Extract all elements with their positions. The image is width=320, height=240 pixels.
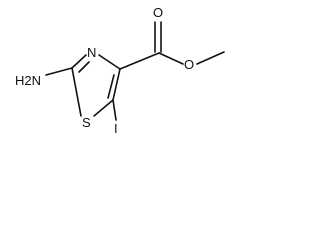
atom-label-ether-oxygen: O [184, 57, 194, 72]
atom-label-ring-sulfur: S [82, 115, 91, 130]
bond-ether-o-methyl [196, 51, 225, 65]
bond-c2-n3-double [78, 61, 90, 73]
bond-c5-s1 [93, 99, 114, 117]
bond-carbonyl-ether-o [158, 52, 184, 65]
bond-n3-c4 [98, 54, 121, 70]
bond-c2-nh2 [45, 67, 73, 76]
atom-label-ring-nitrogen: N [87, 45, 96, 60]
molecule-structure-diagram: H2N N S I O O [15, 5, 225, 136]
bond-c4-carbonyl [119, 52, 160, 70]
atom-label-amine: H2N [15, 73, 41, 88]
bond-s1-c2 [71, 67, 82, 117]
bond-c4-c5-double [107, 74, 115, 99]
bond-c2-n3 [71, 54, 87, 69]
bond-c5-iodine [112, 99, 117, 121]
atom-label-carbonyl-oxygen: O [153, 5, 163, 20]
atom-label-iodine: I [114, 121, 118, 136]
bond-c4-c5 [112, 68, 121, 101]
